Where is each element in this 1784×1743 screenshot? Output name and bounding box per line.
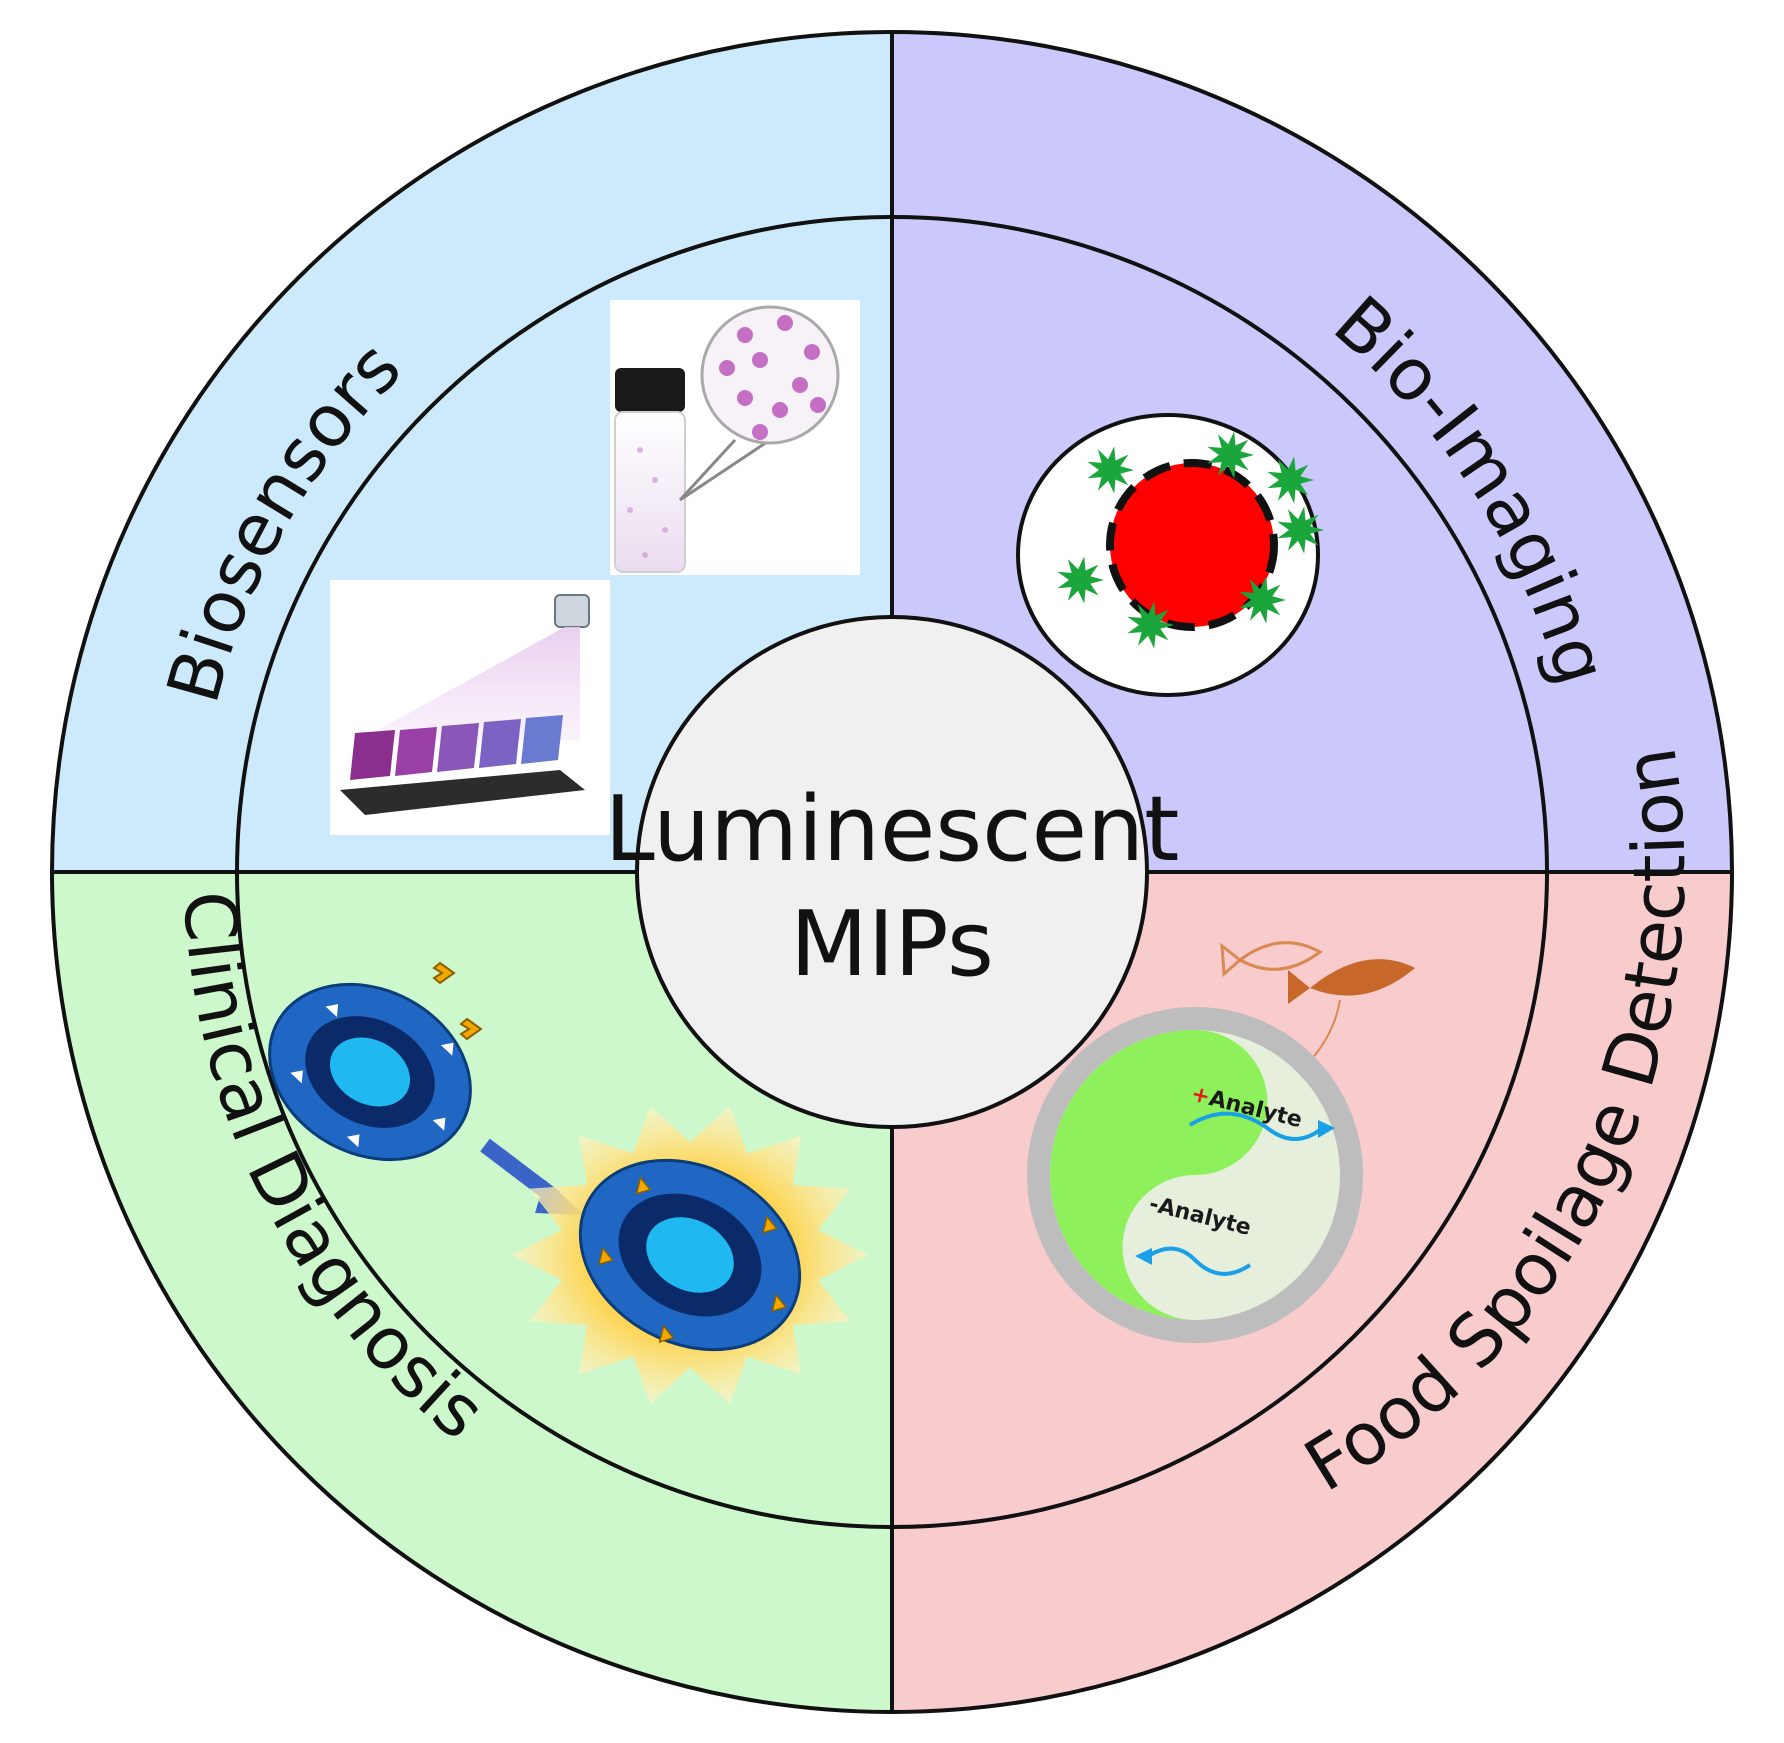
green-star <box>1239 576 1286 624</box>
center-circle <box>635 615 1149 1129</box>
vial-body <box>614 411 686 573</box>
free-targets <box>432 961 483 1041</box>
sensor-strips <box>350 715 563 780</box>
uv-lamp <box>554 594 590 628</box>
fish-solid-icon <box>1288 959 1415 1004</box>
center-title-line2: MIPs <box>790 892 994 997</box>
analyte-out-arrow-head <box>1135 1248 1152 1265</box>
food-spoilage-illustration: +Analyte -Analyte <box>1027 941 1415 1343</box>
uv-beam <box>360 627 580 740</box>
analyte-in-arrow-head <box>1318 1120 1335 1138</box>
green-star <box>1207 431 1254 479</box>
sensor-plate-base <box>340 770 585 815</box>
sensor-green-half <box>1050 1030 1268 1320</box>
green-star <box>1267 456 1314 504</box>
green-star <box>1087 446 1134 494</box>
clinical-illustration <box>268 961 869 1405</box>
bio-imaging-illustration <box>1016 413 1324 697</box>
red-core <box>1106 459 1278 631</box>
bound-cell <box>578 1158 802 1352</box>
green-star <box>1057 556 1104 604</box>
nanoparticle-dots <box>719 315 826 440</box>
green-star <box>1277 506 1324 554</box>
biosensor-illustration <box>330 300 860 835</box>
magnifier-circle <box>700 305 840 445</box>
vial-cap <box>615 368 685 412</box>
fish-outline-icon <box>1220 941 1323 978</box>
zoom-line-1 <box>678 438 737 502</box>
green-star <box>1127 601 1174 649</box>
green-stars <box>1057 431 1324 649</box>
analyte-out-arrow <box>1148 1246 1252 1276</box>
analyte-in-arrow <box>1188 1111 1322 1141</box>
unbound-cell <box>268 982 472 1162</box>
center-title-line1: Luminescent <box>605 777 1180 882</box>
